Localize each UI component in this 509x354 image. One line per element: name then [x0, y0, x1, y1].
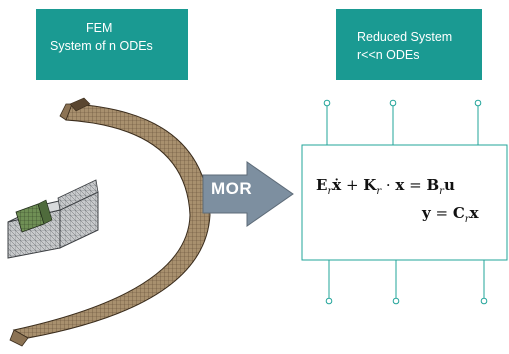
fem-label-box: FEM System of n ODEs — [36, 9, 188, 80]
reduced-system-title: Reduced System — [357, 30, 453, 44]
output-equation: y = Crx — [422, 204, 479, 225]
output-port-2 — [392, 297, 400, 305]
reduced-system-box — [301, 144, 508, 261]
reduced-system-label-box: Reduced System r<<n ODEs — [336, 9, 482, 80]
fem-title: FEM — [86, 21, 113, 35]
mor-arrow — [202, 161, 294, 227]
fem-subtitle: System of n ODEs — [50, 39, 153, 53]
fem-ring-mesh — [9, 97, 211, 347]
input-port-3 — [474, 99, 482, 107]
mor-arrow-label: MOR — [211, 179, 253, 198]
fem-block-mesh — [7, 179, 99, 259]
output-port-1 — [325, 297, 333, 305]
input-ports — [323, 99, 482, 145]
output-ports — [325, 260, 488, 305]
input-port-2 — [389, 99, 397, 107]
input-port-1 — [323, 99, 331, 107]
reduced-system-subtitle: r<<n ODEs — [357, 48, 420, 62]
output-port-3 — [480, 297, 488, 305]
state-equation: Erẋ + Kr · x = Bru — [316, 176, 455, 197]
